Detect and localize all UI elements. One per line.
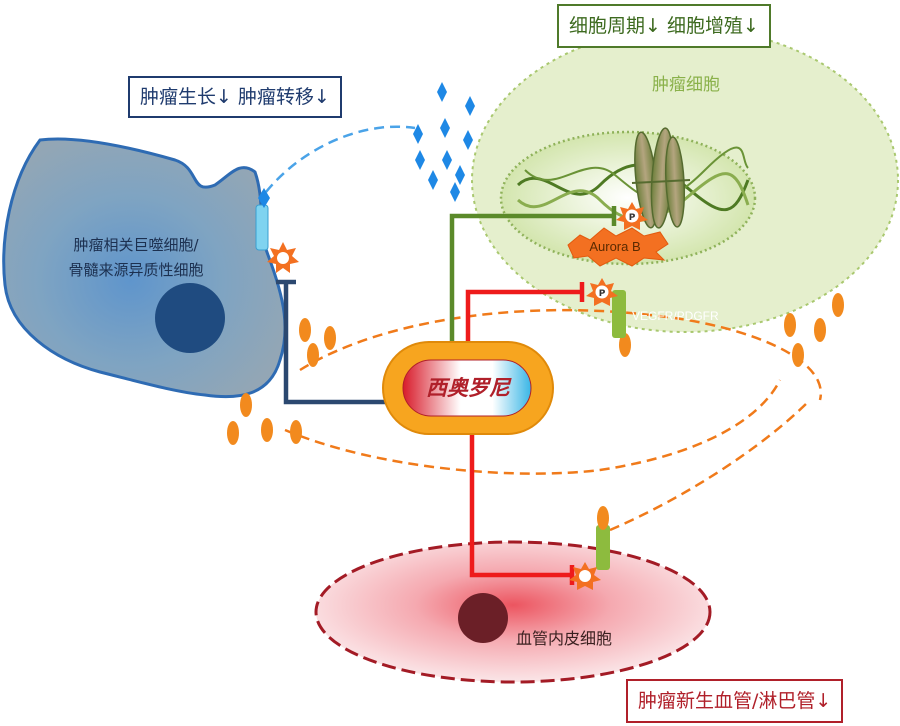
endothelial-cell: 血管内皮细胞 bbox=[314, 540, 712, 684]
receptor-label: VEGFR/PDGFR bbox=[632, 309, 719, 323]
chromosomes-icon bbox=[631, 127, 691, 229]
orange-ligands bbox=[227, 293, 844, 445]
phospho-star-tumor-icon bbox=[616, 202, 648, 230]
red-inhibition-pathway bbox=[465, 282, 585, 585]
macrophage-cell: 肿瘤相关巨噬细胞/ 骨髓来源异质性细胞 bbox=[2, 137, 287, 399]
aurora-b-label: Aurora B bbox=[589, 239, 640, 254]
tumor-cell: Aurora B 肿瘤细胞 bbox=[471, 27, 899, 333]
macrophage-receptor-icon bbox=[255, 188, 270, 251]
tumor-receptor-icon bbox=[612, 290, 626, 338]
phospho-star-endothelial-icon bbox=[569, 562, 601, 590]
phospho-star-receptor-icon bbox=[586, 278, 618, 306]
macrophage-label-line1: 肿瘤相关巨噬细胞/ bbox=[73, 236, 199, 254]
aurora-b-burst-icon bbox=[567, 227, 669, 267]
phospho-label-tumor: P bbox=[629, 213, 636, 223]
endothelial-nucleus bbox=[458, 593, 508, 643]
tumor-outcome-box: 细胞周期↓ 细胞增殖↓ bbox=[557, 4, 771, 48]
macrophage-label-line2: 骨髓来源异质性细胞 bbox=[68, 261, 203, 279]
phospho-label-receptor: P bbox=[599, 289, 606, 299]
drug-capsule: 西奥罗尼 bbox=[382, 341, 554, 435]
macrophage-nucleus bbox=[155, 283, 225, 353]
tam-outcome-box: 肿瘤生长↓ 肿瘤转移↓ bbox=[128, 76, 342, 118]
tumor-cell-label: 肿瘤细胞 bbox=[652, 75, 720, 95]
endothelial-label: 血管内皮细胞 bbox=[516, 629, 612, 648]
endothelial-receptor-icon bbox=[596, 506, 610, 570]
green-inhibition-pathway bbox=[449, 206, 617, 345]
navy-inhibition-pathway bbox=[276, 279, 392, 405]
endothelial-outcome-box: 肿瘤新生血管/淋巴管↓ bbox=[626, 679, 844, 723]
phospho-star-macrophage-icon bbox=[267, 242, 299, 273]
blue-ligands bbox=[413, 82, 475, 202]
drug-label: 西奥罗尼 bbox=[426, 376, 512, 400]
